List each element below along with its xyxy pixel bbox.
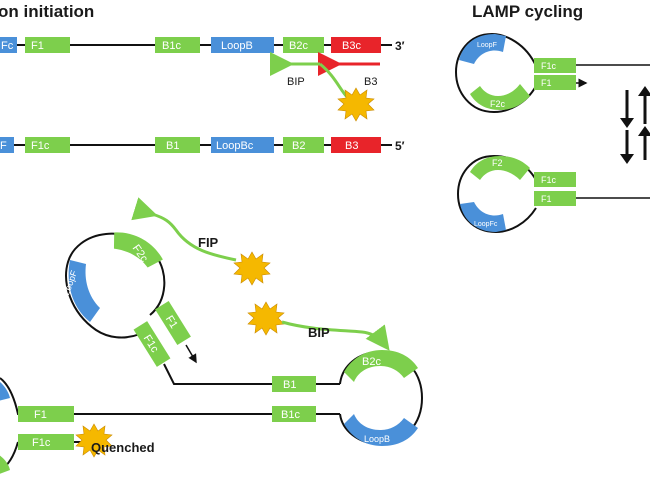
top-strand: Fc F1 B1c LoopB B2c B3c 3′ — [0, 37, 405, 53]
left-loop-blue-arc — [0, 382, 10, 401]
bottom-strand-end: 5′ — [395, 139, 405, 153]
segment-loopbc-label: LoopBc — [216, 140, 254, 152]
segment-loopb-label: LoopB — [221, 40, 253, 52]
segment-b1c-label: B1c — [162, 40, 181, 52]
bip-primer-tail — [319, 62, 350, 100]
upper-f1c-box — [534, 58, 576, 73]
segment-loopb — [211, 37, 274, 53]
fip-primer: FIP — [131, 197, 271, 286]
segment-b2c — [283, 37, 324, 53]
segment-b3 — [331, 137, 381, 153]
segment-f-label: F — [0, 140, 7, 152]
left-f1-box — [18, 406, 74, 422]
bip-b3-primers: BIP B3 — [270, 52, 380, 122]
f2c-arc — [113, 232, 163, 268]
lower-f1-label: F1 — [541, 194, 552, 204]
upper-f1-box — [534, 75, 576, 90]
upper-f1c-label: F1c — [541, 61, 557, 71]
upper-f2c-arc — [470, 84, 530, 110]
fluorophore-star-bip — [247, 301, 285, 336]
bottom-left-structure: F1 F1c Quenched — [0, 377, 272, 474]
cycling-arrows — [620, 86, 650, 164]
bip-mid-label: BIP — [308, 325, 330, 340]
segment-b1-label: B1 — [166, 140, 179, 152]
segment-f1-label: F1 — [31, 40, 44, 52]
lower-loopfc-label: LoopFc — [474, 221, 498, 228]
lamp-cycling-upper: LoopF F2c F1c F1 — [454, 32, 650, 114]
b2c-label: B2c — [362, 356, 381, 368]
b1c-box — [272, 406, 316, 422]
segment-b1 — [155, 137, 200, 153]
b-loop-structure: B1 B1c B2c LoopB — [272, 350, 424, 446]
upper-loopf-label: LoopF — [477, 42, 497, 49]
left-f1c-box — [18, 434, 74, 450]
loopb-label: LoopB — [364, 434, 390, 444]
lower-f1-box — [534, 191, 576, 206]
initiation-heading: on initiation — [0, 2, 94, 21]
lower-f2-arc — [470, 156, 530, 180]
left-loop-green-arc — [0, 455, 10, 474]
b1-label: B1 — [283, 379, 296, 391]
b1c-label: B1c — [281, 409, 300, 421]
left-f1c-label: F1c — [32, 437, 51, 449]
b3-label: B3 — [364, 76, 377, 88]
b2c-arc — [344, 350, 418, 382]
upper-f2c-label: F2c — [490, 99, 506, 109]
segment-f1c-label: F1c — [31, 140, 50, 152]
loopb-arc — [344, 414, 418, 446]
fip-loop-structure: F2c LoopF F1 F1c — [61, 232, 272, 385]
lower-f1c-label: F1c — [541, 175, 557, 185]
segment-b3c-label: B3c — [342, 40, 361, 52]
left-f1-label: F1 — [34, 409, 47, 421]
upper-loopf-arc — [459, 34, 506, 64]
top-strand-end: 3′ — [395, 39, 405, 53]
quenched-label: Quenched — [91, 440, 155, 455]
segment-b2 — [283, 137, 324, 153]
fip-label: FIP — [198, 235, 219, 250]
bip-primer-middle: BIP — [247, 301, 390, 351]
lamp-cycling-lower: F2 LoopFc F1c F1 — [456, 154, 650, 234]
segment-b3-label: B3 — [345, 140, 358, 152]
segment-f1 — [25, 37, 70, 53]
b1-box — [272, 376, 316, 392]
segment-f — [0, 137, 14, 153]
segment-b2c-label: B2c — [289, 40, 308, 52]
fluorophore-star-fip — [233, 251, 271, 286]
quenched-fluorophore-star — [75, 423, 113, 458]
lower-loopfc-arc — [460, 202, 506, 232]
segment-b3c — [331, 37, 381, 53]
bottom-strand: F F1c B1 LoopBc B2 B3 5′ — [0, 137, 405, 153]
loop-f1c-box — [133, 321, 171, 367]
upper-f1-label: F1 — [541, 78, 552, 88]
bip-label: BIP — [287, 76, 305, 88]
segment-f1c — [25, 137, 70, 153]
loop-f1-label: F1 — [163, 314, 180, 331]
loopf-arc — [68, 260, 100, 322]
segment-fc — [0, 37, 17, 53]
segment-b1c — [155, 37, 200, 53]
fluorophore-star-top — [337, 87, 375, 122]
segment-b2-label: B2 — [292, 140, 305, 152]
segment-fc-label: Fc — [1, 40, 14, 52]
segment-loopbc — [211, 137, 274, 153]
loop-f1-box — [155, 300, 191, 346]
lower-f2-label: F2 — [492, 158, 503, 168]
lamp-cycling-heading: LAMP cycling — [472, 2, 583, 21]
lower-f1c-box — [534, 172, 576, 187]
